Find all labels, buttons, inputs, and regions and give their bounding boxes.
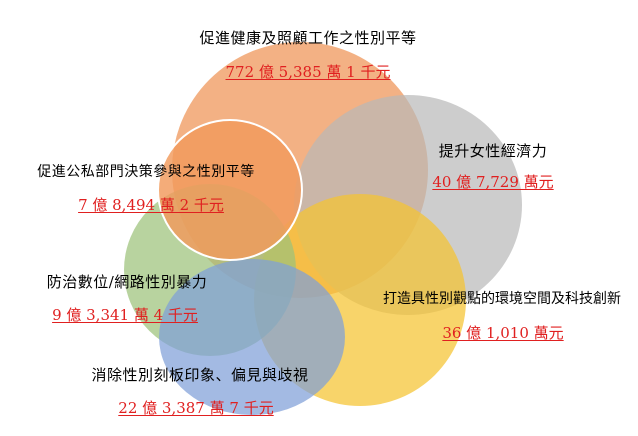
amount-decision-making: 7 億 8,494 萬 2 千元	[78, 196, 224, 214]
label-decision-making: 促進公私部門決策參與之性別平等	[37, 164, 255, 180]
label-stereotypes: 消除性別刻板印象、偏見與歧視	[91, 366, 309, 384]
circle-decision-making	[157, 119, 303, 261]
label-economy: 提升女性經濟力	[438, 142, 548, 160]
amount-stereotypes: 22 億 3,387 萬 7 千元	[118, 399, 274, 417]
label-digital-violence: 防治數位/網路性別暴力	[46, 273, 208, 291]
label-health-care: 促進健康及照顧工作之性別平等	[199, 29, 417, 47]
label-space-tech: 打造具性別觀點的環境空間及科技創新	[383, 291, 621, 307]
amount-economy: 40 億 7,729 萬元	[432, 173, 554, 191]
amount-health-care: 772 億 5,385 萬 1 千元	[225, 63, 391, 81]
amount-space-tech: 36 億 1,010 萬元	[442, 324, 564, 342]
amount-digital-violence: 9 億 3,341 萬 4 千元	[52, 306, 198, 324]
circle-stereotypes	[159, 259, 345, 415]
